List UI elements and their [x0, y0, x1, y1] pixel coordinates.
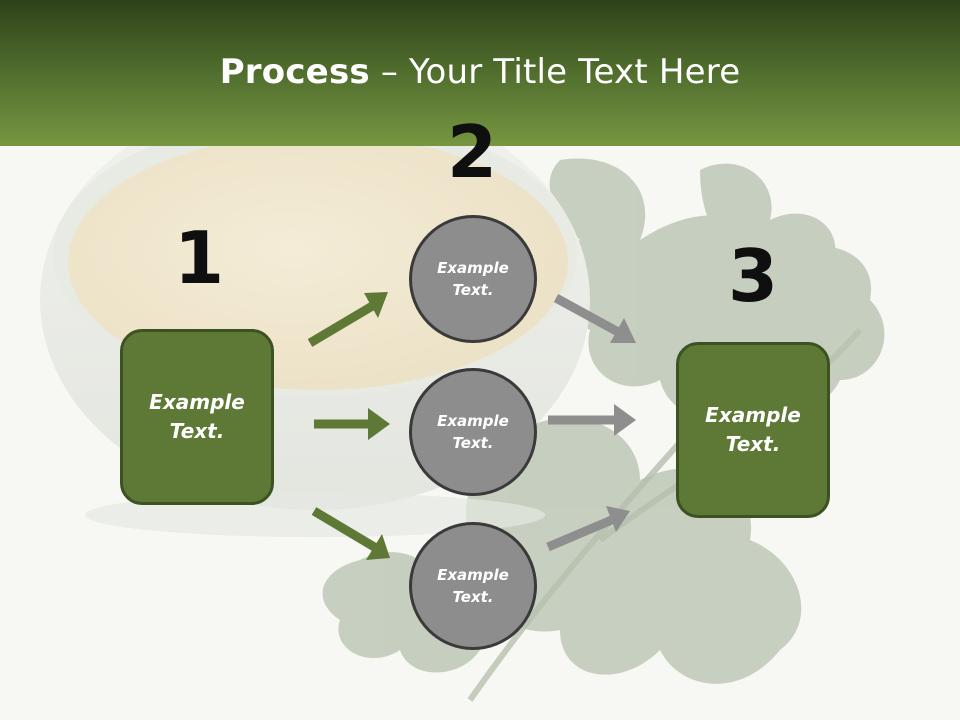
- circle-middle-label: Example Text.: [437, 411, 509, 453]
- step-1-box: Example Text.: [120, 329, 274, 505]
- step-number-2: 2: [446, 110, 498, 194]
- step-number-1: 1: [173, 216, 225, 300]
- arrow-to-bottom-circle: [311, 507, 379, 552]
- arrow-from-top-circle: [553, 294, 623, 337]
- arrow-head-gray-middle: [614, 404, 636, 436]
- arrow-head-gray-bottom: [606, 506, 630, 532]
- step-1-label: Example Text.: [149, 390, 245, 443]
- title-bold: Process: [219, 52, 370, 92]
- arrow-head-middle: [368, 408, 390, 440]
- step-2-circle-bottom: Example Text.: [409, 522, 537, 650]
- circle-top-label: Example Text.: [437, 258, 509, 300]
- circle-bottom-label: Example Text.: [437, 565, 509, 607]
- step-3-label: Example Text.: [705, 403, 801, 456]
- step-number-3: 3: [727, 234, 779, 318]
- arrow-to-top-circle: [307, 301, 377, 347]
- arrow-head-bottom: [366, 534, 390, 560]
- step-2-circle-top: Example Text.: [409, 215, 537, 343]
- arrow-head-top: [364, 292, 388, 318]
- step-2-circle-middle: Example Text.: [409, 368, 537, 496]
- title-banner: Process – Your Title Text Here: [0, 0, 960, 146]
- slide-title: Process – Your Title Text Here: [0, 52, 960, 92]
- arrow-from-bottom-circle: [546, 514, 616, 552]
- arrow-head-gray-top: [610, 318, 636, 343]
- title-rest: – Your Title Text Here: [369, 52, 741, 92]
- step-3-box: Example Text.: [676, 342, 830, 518]
